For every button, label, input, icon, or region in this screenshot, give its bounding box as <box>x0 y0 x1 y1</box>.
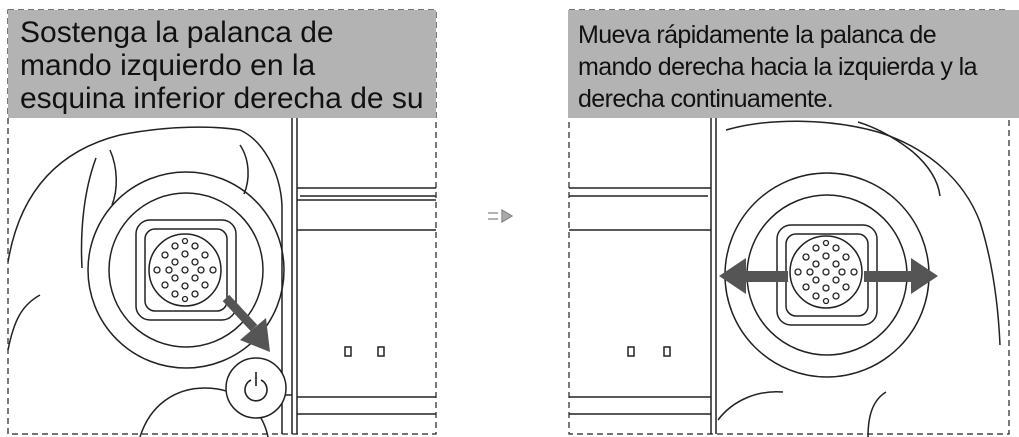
left-joystick-socket <box>87 171 285 369</box>
step-1-illustration <box>7 9 437 437</box>
side-unit <box>291 118 436 434</box>
step-2-illustration <box>568 9 1010 437</box>
right-joystick-knob <box>789 235 863 309</box>
step-2-panel: Mueva rápidamente la palanca de mando de… <box>568 0 1019 437</box>
diagonal-down-right-arrow <box>222 294 270 352</box>
left-right-double-arrow <box>719 258 938 294</box>
controller-body <box>717 120 1001 437</box>
power-button <box>225 357 287 419</box>
side-unit <box>569 118 717 434</box>
step-1-panel: Sostenga la palanca de mando izquierdo e… <box>0 0 440 437</box>
left-joystick-knob <box>148 233 222 307</box>
step-2-caption: Mueva rápidamente la palanca de mando de… <box>568 10 1019 118</box>
power-icon <box>244 372 268 402</box>
step-1-caption: Sostenga la palanca de mando izquierdo e… <box>8 10 436 118</box>
next-step-arrow-icon <box>488 208 514 224</box>
